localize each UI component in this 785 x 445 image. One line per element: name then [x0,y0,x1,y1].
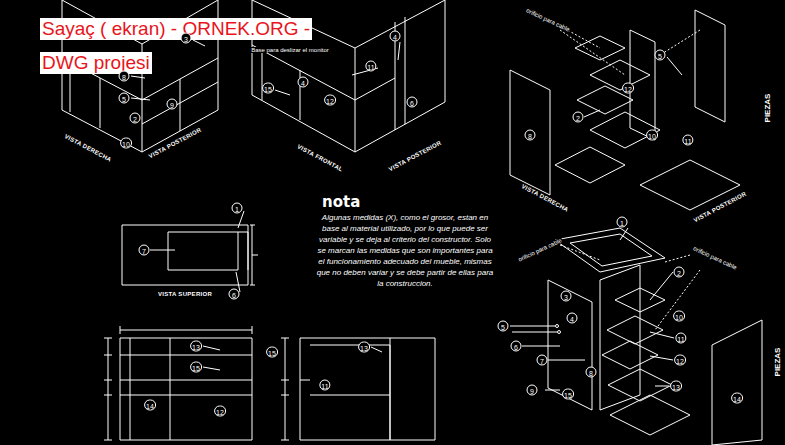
callout-number: 6 [229,289,240,300]
callout-number: 13 [358,342,370,353]
callout-number: 1 [617,217,628,228]
callout-number: 11 [682,135,693,146]
view-title: VISTA DERECHA [63,133,114,164]
callout-number: 7 [139,245,150,256]
sheet-title: PIEZAS [763,93,772,124]
annotation: Base para deslizar el monitor [250,47,330,53]
annotation: orificio para cable [517,237,564,263]
callout-number: 6 [511,341,522,352]
callout-number: 13 [670,381,682,392]
callout-number: 8 [119,71,130,82]
callout-number: 11 [365,61,376,72]
callout-number: 15 [562,389,574,400]
callout-number: 12 [324,95,336,106]
view-title: VISTA DERECHA [520,183,571,214]
callout-number: 15 [262,83,274,94]
callout-number: 14 [144,400,156,411]
callout-number: 4 [390,31,401,42]
view-title: VISTA FRONTAL [295,143,344,173]
callout-number: 5 [655,50,666,61]
callout-number: 10 [673,311,685,322]
callout-number: 4 [298,77,309,88]
callout-number: 1 [232,203,243,214]
callout-number: 5 [498,321,509,332]
callout-number: 10 [120,138,132,149]
callout-number: 5 [119,93,130,104]
callout-number: 15 [190,362,202,373]
callout-number: 11 [319,380,330,391]
callout-number: 12 [674,355,686,366]
annotation: orificio para cable [525,7,572,33]
callout-number: 12 [622,83,634,94]
watermark: DWG projesi [40,52,152,74]
callout-number: 6 [407,97,418,108]
callout-number: 2 [674,267,685,278]
callout-number: 14 [731,393,743,404]
view-title: VISTA POSTERIOR [387,139,443,173]
callout-number: 12 [214,406,226,417]
callout-number: 2 [573,112,584,123]
callout-number: 15 [266,347,278,358]
callout-number: 11 [675,333,686,344]
callout-number: 10 [646,130,658,141]
watermark: Sayaç ( ekran) - ORNEK.ORG - [40,18,312,40]
callout-number: 13 [190,341,202,352]
callout-number: 9 [527,385,538,396]
callout-number: 3 [181,33,192,44]
callout-number: 7 [537,355,548,366]
callout-number: 8 [525,130,536,141]
callout-number: 9 [167,99,178,110]
callout-number: 4 [567,313,578,324]
note-text: Algunas medidas (X), como el grosor, est… [316,212,494,289]
callout-number: 2 [130,113,141,124]
annotation: orificio para cable [692,245,739,271]
view-title: VISTA SUPERIOR [157,291,213,297]
sheet-title: PIEZAS [773,347,782,378]
callout-number: 8 [586,367,597,378]
callout-number: 3 [561,291,572,302]
note-heading: nota [322,193,360,211]
view-title: VISTA POSTERIOR [147,126,203,160]
